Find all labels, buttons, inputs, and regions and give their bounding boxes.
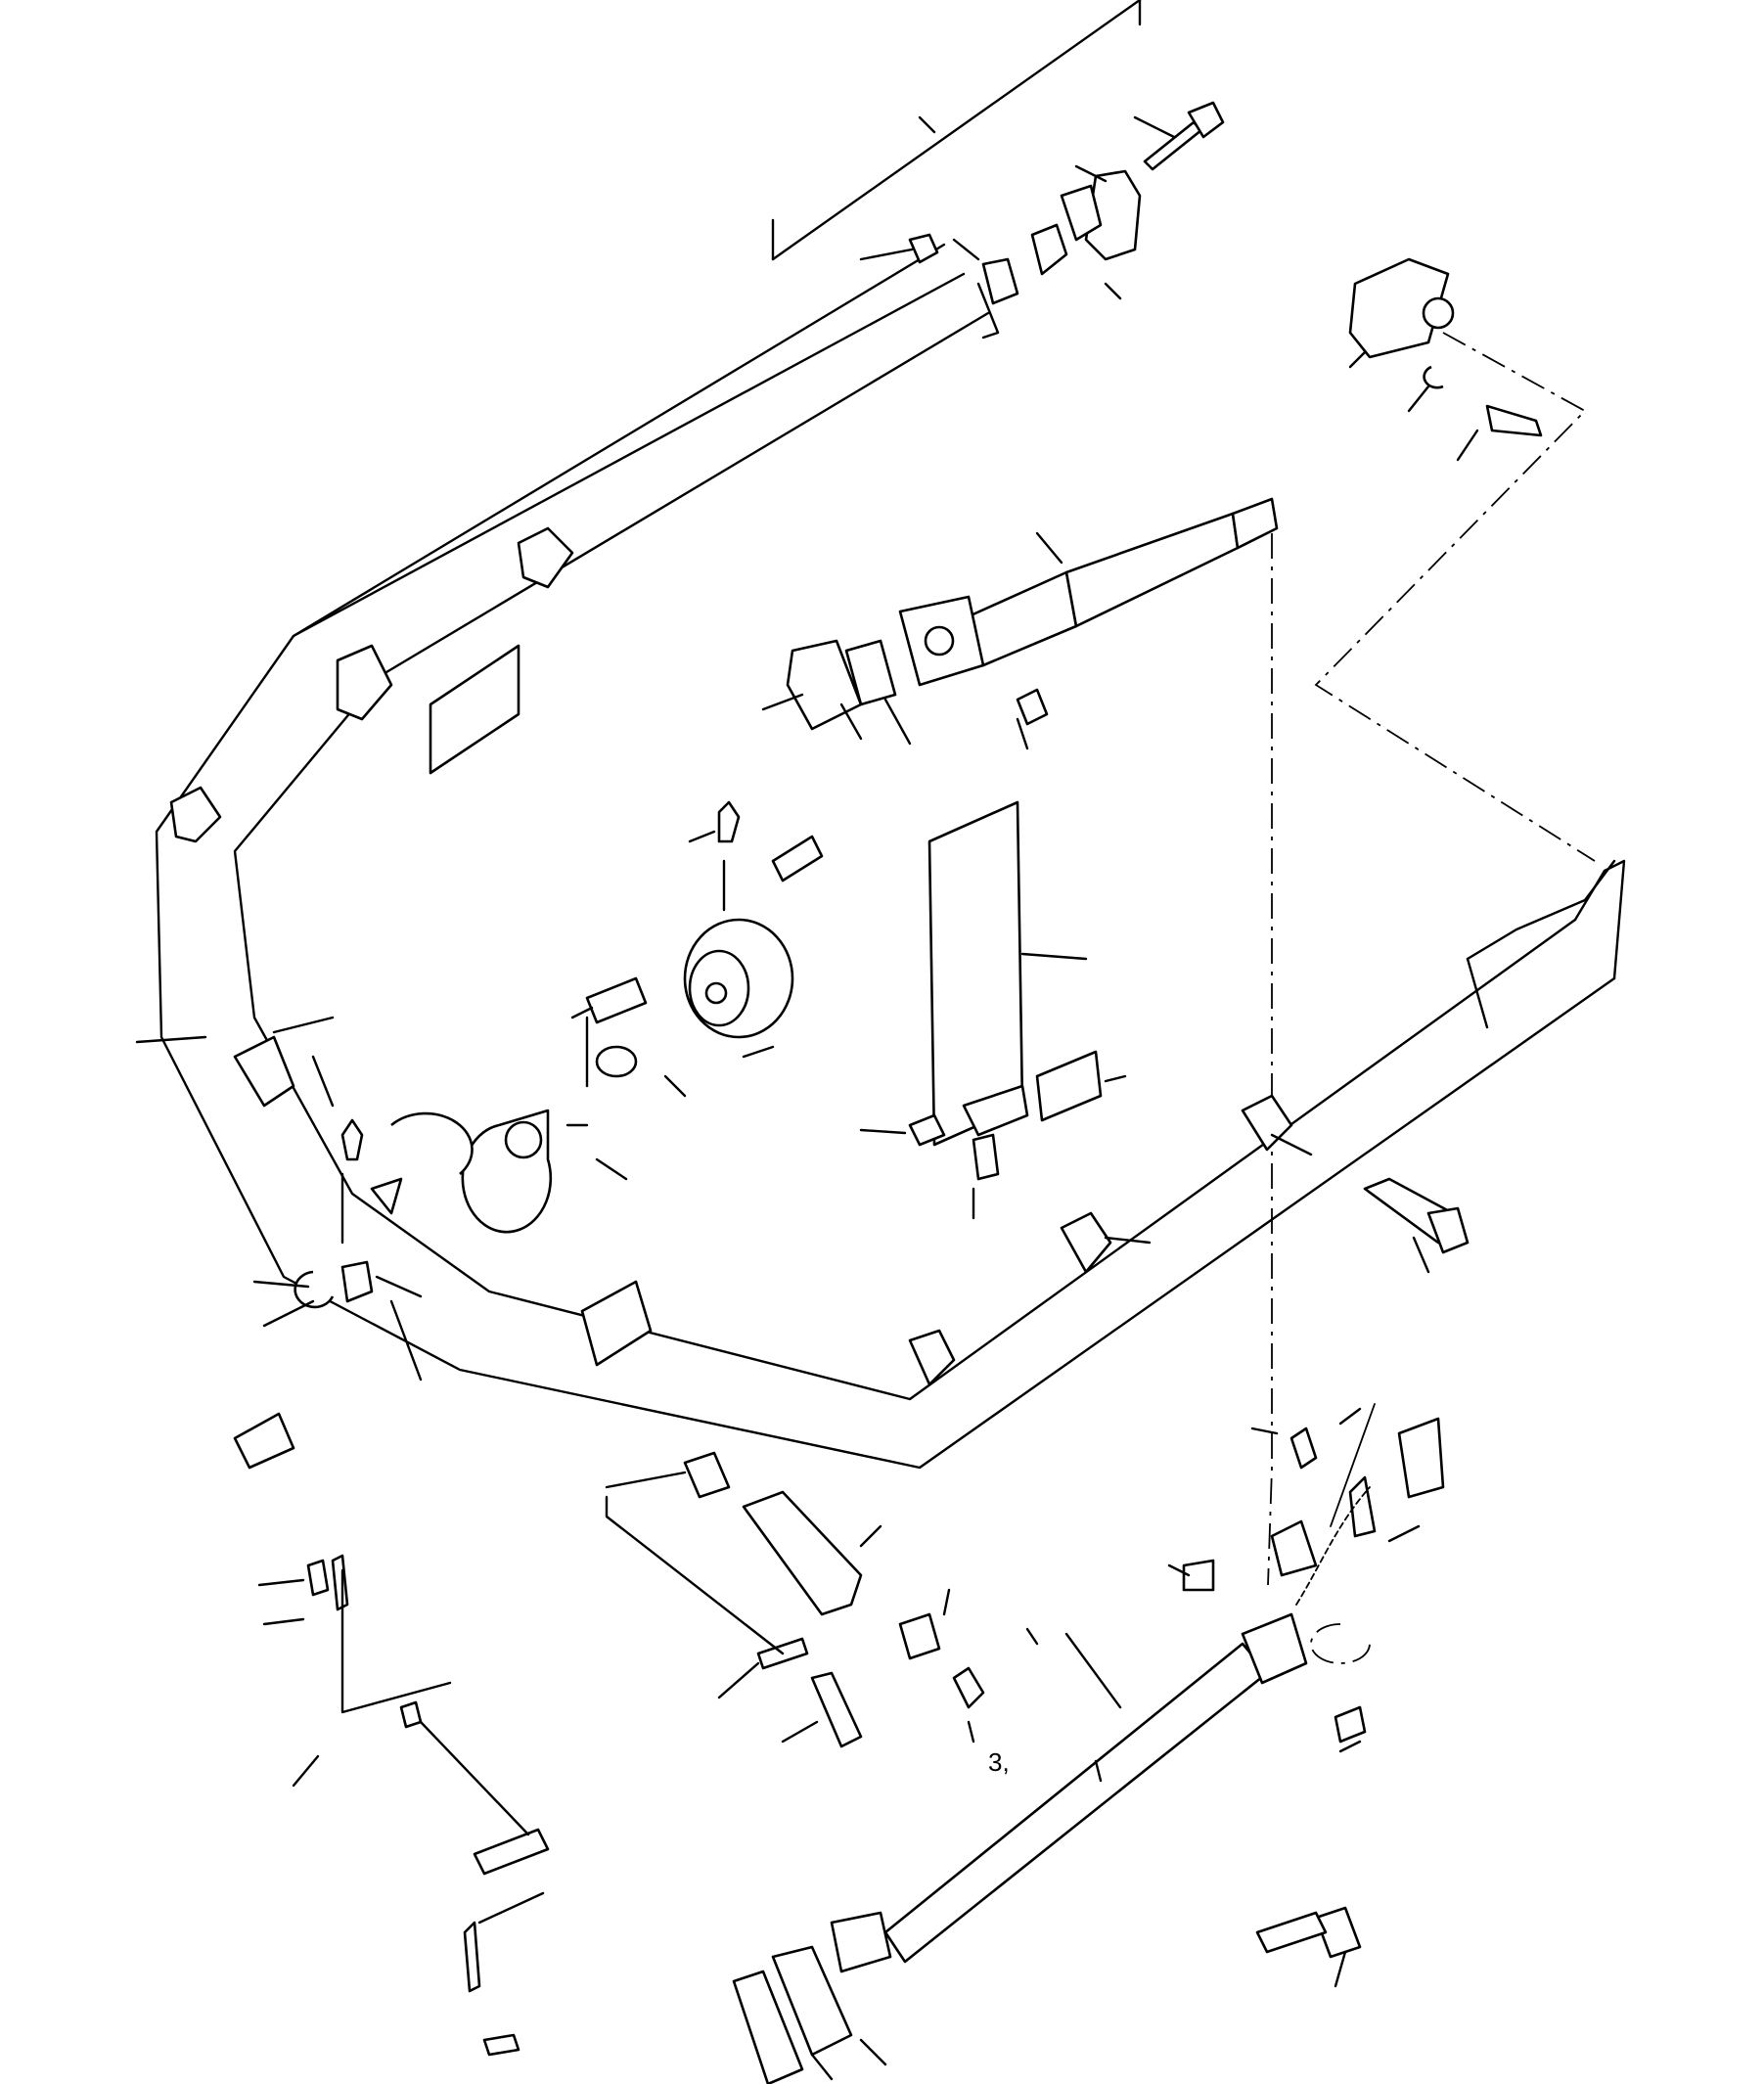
shield-plate-assembly xyxy=(859,800,1127,1220)
drive-shaft-upper xyxy=(761,497,1279,1586)
tie-rod-end xyxy=(1104,1133,1470,1274)
upper-bracket-assembly xyxy=(771,0,1225,305)
stray-mark: 3, xyxy=(988,1747,1010,1777)
main-frame xyxy=(155,243,1626,1470)
left-brackets xyxy=(135,1016,474,1382)
lower-shaft-assembly xyxy=(605,1451,985,1748)
crank-handle-assembly xyxy=(233,1412,550,2057)
mount-plate-assembly xyxy=(1314,257,1596,862)
lower-right-bar xyxy=(830,1403,1445,1973)
leader-line xyxy=(375,1275,423,1298)
pulley-bearing-assembly xyxy=(461,800,824,1234)
bottom-gasket-assembly xyxy=(732,1906,1362,2084)
arm-brackets xyxy=(169,526,1293,1386)
